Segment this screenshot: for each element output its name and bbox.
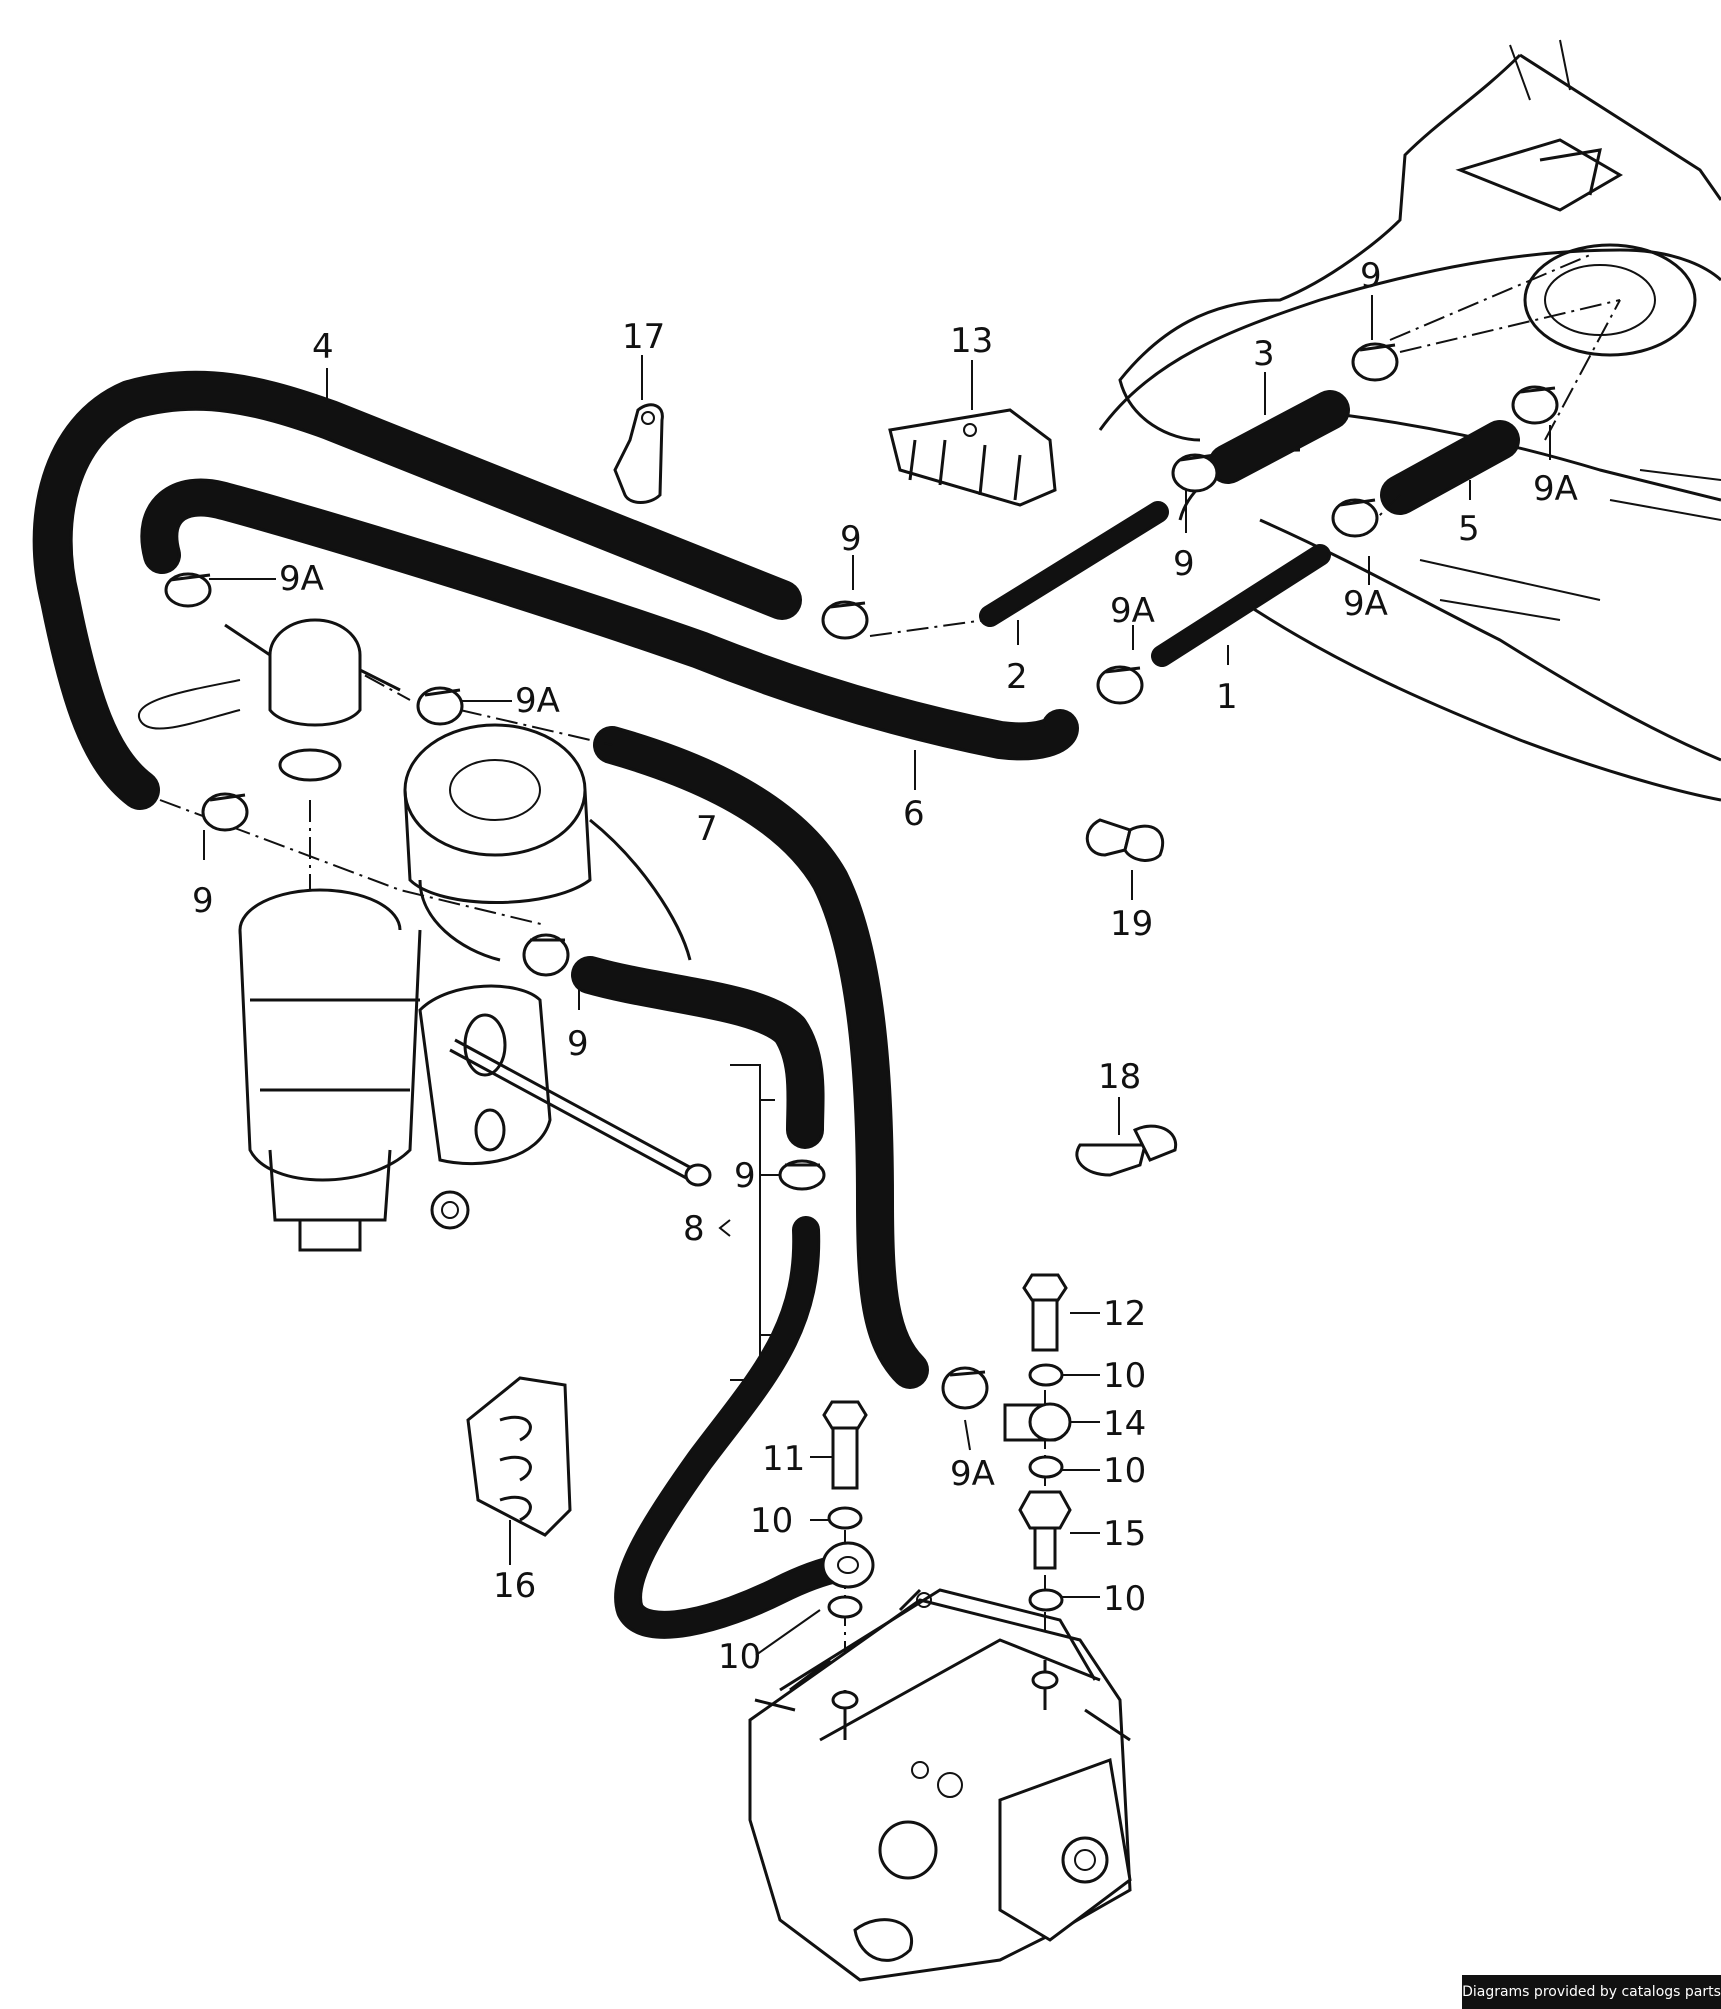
injection-pump	[748, 1588, 1132, 1982]
callouts: 4 17 13 3 9 9A 5 9 9A 9 9A 2 1 9A 9A 7 6…	[192, 256, 1578, 1677]
callout-9-tank: 9	[1360, 256, 1382, 296]
clamp-9-upper	[1171, 453, 1219, 493]
engine-cover	[403, 723, 692, 962]
fitting-15	[1018, 1490, 1072, 1570]
callout-2: 2	[1006, 657, 1028, 697]
banjo-bolt-11	[822, 1400, 868, 1490]
clamp-9-lower	[778, 1159, 826, 1191]
clamp-9-tank	[1351, 342, 1399, 382]
callout-9A-middle: 9A	[515, 681, 560, 721]
hose-8-upper	[571, 956, 825, 1149]
callout-14: 14	[1103, 1404, 1146, 1444]
clamp-9-filter	[522, 933, 570, 977]
callout-19: 19	[1110, 904, 1153, 944]
callout-8: 8	[683, 1209, 705, 1249]
clamp-9a-line1	[1096, 665, 1144, 705]
callout-9-upper: 9	[1173, 544, 1195, 584]
hose-7	[593, 726, 929, 1389]
clamp-9a-upper-left	[164, 572, 212, 608]
callout-13: 13	[950, 321, 993, 361]
callout-12: 12	[1103, 1294, 1146, 1334]
banjo-8	[821, 1541, 875, 1589]
clamp-9-line2	[821, 600, 869, 640]
bracket-16	[466, 1376, 572, 1537]
callout-9-filter: 9	[567, 1024, 589, 1064]
credit-text: Diagrams provided by catalogs parts	[1462, 1984, 1721, 2000]
callout-6: 6	[903, 794, 925, 834]
callout-4: 4	[312, 327, 334, 367]
banjo-bolt-12	[1022, 1273, 1068, 1352]
clamp-9-left	[201, 792, 249, 832]
callout-17: 17	[622, 317, 665, 357]
washers-10	[827, 1363, 1064, 1619]
callout-10-b: 10	[1103, 1451, 1146, 1491]
clamp-9a-lower	[941, 1366, 989, 1410]
callout-10-a: 10	[1103, 1356, 1146, 1396]
hose-3	[1208, 390, 1350, 484]
callout-9A-tank: 9A	[1533, 469, 1578, 509]
callout-9A-right: 9A	[1343, 584, 1388, 624]
callout-10-e: 10	[718, 1637, 761, 1677]
bracket-13	[888, 408, 1057, 507]
callout-3: 3	[1253, 334, 1275, 374]
bracket-17	[613, 403, 664, 504]
fuel-line-2	[979, 501, 1169, 627]
clamp-9a-right	[1331, 498, 1379, 538]
credit-banner: Diagrams provided by catalogs parts	[1462, 1975, 1721, 2009]
clamp-9a-tank	[1511, 385, 1559, 425]
clamps	[164, 342, 1559, 1410]
callout-18: 18	[1098, 1057, 1141, 1097]
callout-1: 1	[1216, 677, 1238, 717]
callout-11: 11	[762, 1439, 805, 1479]
clamp-9a-middle	[416, 686, 464, 726]
callout-9A-upper-left: 9A	[279, 559, 324, 599]
callout-9-left: 9	[192, 881, 214, 921]
hose-4	[32, 370, 802, 810]
clip-18	[1075, 1124, 1178, 1177]
callout-5: 5	[1458, 509, 1480, 549]
hose-6	[140, 478, 1079, 761]
callout-9-line2: 9	[840, 519, 862, 559]
callout-7: 7	[696, 809, 718, 849]
filter-bolt	[430, 1038, 712, 1230]
callout-9-lower: 9	[734, 1156, 756, 1196]
clip-19	[1085, 818, 1165, 862]
fuel-filter	[137, 618, 552, 1252]
fuel-tank-outline	[1098, 39, 1721, 802]
callout-10-c: 10	[750, 1501, 793, 1541]
callout-9A-line1: 9A	[1110, 591, 1155, 631]
callout-9A-lower: 9A	[950, 1454, 995, 1494]
hose-5	[1380, 420, 1520, 515]
fuel-line-1	[1151, 544, 1331, 667]
banjo-14	[1003, 1402, 1072, 1442]
callout-16: 16	[493, 1566, 536, 1606]
leader-lines	[203, 295, 1551, 1656]
hose-8-lower	[614, 1216, 854, 1639]
callout-15: 15	[1103, 1514, 1146, 1554]
callout-10-d: 10	[1103, 1579, 1146, 1619]
